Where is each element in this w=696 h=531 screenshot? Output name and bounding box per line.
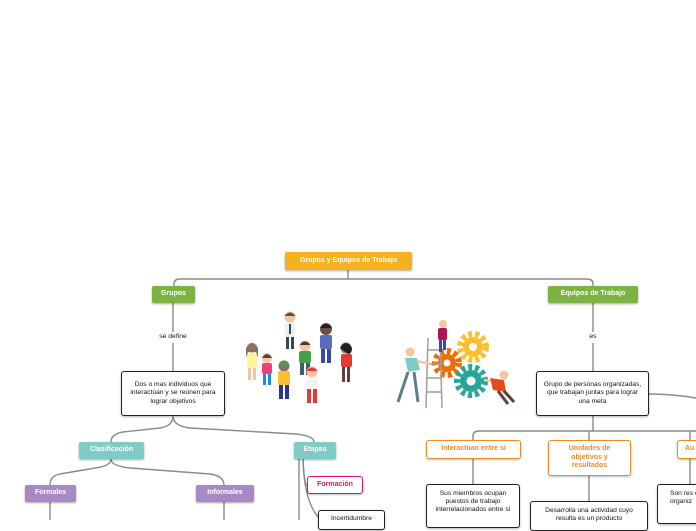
etapas-topic[interactable]: Etapas	[294, 442, 336, 459]
interactuan-detail[interactable]: Sus miembros ocupan puestos de trabajo i…	[426, 484, 520, 528]
incertidumbre-box[interactable]: Incertidumbre	[318, 510, 385, 530]
informales-topic[interactable]: Informales	[196, 485, 254, 502]
connector-clasificacion	[111, 416, 173, 442]
equipos-topic[interactable]: Equipos de Trabajo	[548, 286, 638, 303]
person-back-1	[285, 312, 296, 350]
person-front-4	[306, 367, 318, 404]
person-middle-2	[340, 343, 352, 383]
people-group-icon	[240, 308, 360, 408]
equipos-link-label: es	[580, 332, 606, 343]
connector-root-bar	[174, 279, 593, 287]
clasificacion-topic[interactable]: Clasificación	[79, 442, 144, 459]
worker-right	[484, 371, 514, 405]
grupos-definition[interactable]: Dos o mas individuos que interactúan y s…	[121, 371, 225, 416]
person-front-2	[262, 353, 272, 385]
connector-equipos-offscreen	[649, 394, 696, 398]
gear-orange-icon	[435, 351, 459, 375]
connector-formales	[50, 459, 111, 485]
connector-informales	[111, 459, 224, 485]
formacion-topic[interactable]: Formación	[307, 476, 363, 494]
person-back-2	[320, 323, 332, 363]
gear-teal-icon	[457, 367, 485, 395]
au-topic[interactable]: Au	[677, 440, 696, 459]
connector-etapas	[173, 416, 314, 442]
equipos-definition[interactable]: Grupo de personas organizadas, que traba…	[536, 371, 649, 416]
grupos-link-label: se define	[148, 332, 198, 343]
unidades-detail[interactable]: Desarrolla una actividad cuyo resulta es…	[530, 501, 648, 531]
person-front-3	[278, 361, 290, 400]
mind-map-canvas: Grupos y Equipos de Trabajo Grupos se de…	[0, 0, 696, 520]
person-front-1	[246, 343, 258, 381]
gears-teamwork-icon	[390, 318, 520, 412]
worker-left	[398, 348, 430, 403]
gear-yellow-icon	[460, 334, 486, 360]
interactuan-topic[interactable]: Interactúan entre sí	[426, 440, 521, 459]
unidades-topic[interactable]: Unidades de objetivos y resultados	[548, 440, 631, 476]
connector-equipos-bar	[473, 431, 696, 440]
grupos-topic[interactable]: Grupos	[152, 286, 195, 303]
root-topic[interactable]: Grupos y Equipos de Trabajo	[285, 252, 412, 270]
worker-on-ladder	[438, 320, 447, 352]
formales-topic[interactable]: Formales	[25, 485, 76, 502]
au-detail[interactable]: Son res cierto organiz	[657, 484, 696, 524]
